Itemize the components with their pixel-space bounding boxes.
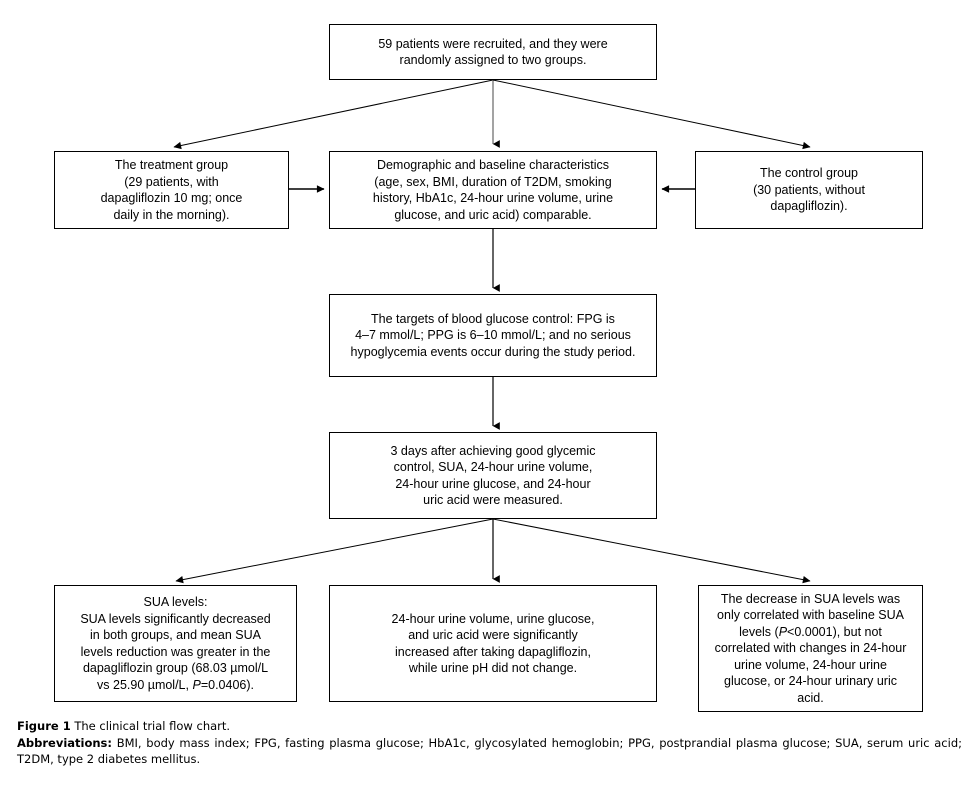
figure-caption: Figure 1 The clinical trial flow chart. …	[17, 718, 962, 768]
flowchart-connectors	[173, 79, 811, 584]
sua-line-2: SUA levels significantly decreased	[80, 611, 271, 626]
figure-title-text: The clinical trial flow chart.	[74, 719, 231, 733]
decrease-line-2: only correlated with baseline SUA	[717, 608, 904, 623]
flow-node-sua-results: SUA levels: SUA levels significantly decr…	[54, 585, 297, 702]
decrease-line-6: glucose, or 24-hour urinary uric	[724, 674, 897, 689]
abbreviations-text: BMI, body mass index; FPG, fasting plasm…	[17, 735, 962, 767]
flow-node-measurements-text: 3 days after achieving good glycemic con…	[390, 443, 596, 508]
decrease-line-5: urine volume, 24-hour urine	[734, 657, 887, 672]
flow-node-correlation-results-text: The decrease in SUA levels was only corre…	[709, 591, 913, 707]
flow-node-treatment-group: The treatment group (29 patients, with d…	[54, 151, 289, 229]
flow-node-recruited: 59 patients were recruited, and they wer…	[329, 24, 657, 80]
flow-node-demographic-baseline: Demographic and baseline characteristics…	[329, 151, 657, 229]
flow-node-glucose-targets-text: The targets of blood glucose control: FP…	[350, 311, 636, 359]
edge-measure-to-sua	[175, 518, 494, 584]
decrease-line-7: acid.	[797, 690, 824, 705]
figure-caption-title-line: Figure 1 The clinical trial flow chart.	[17, 718, 962, 735]
figure-abbreviations-line: Abbreviations: BMI, body mass index; FPG…	[17, 735, 962, 768]
edge-recruited-to-treatment	[173, 79, 494, 150]
flow-node-demographic-baseline-text: Demographic and baseline characteristics…	[372, 158, 614, 222]
decrease-line-3-pre: levels (	[739, 624, 779, 639]
flow-node-glucose-targets: The targets of blood glucose control: FP…	[329, 294, 657, 377]
abbreviations-label: Abbreviations:	[17, 735, 113, 750]
flow-node-treatment-group-text: The treatment group (29 patients, with d…	[100, 158, 243, 222]
decrease-p-value-symbol: P	[778, 624, 788, 639]
edge-recruited-to-control	[492, 79, 811, 150]
decrease-line-3-post: <0.0001), but not	[787, 624, 882, 639]
figure-number-label: Figure 1	[17, 719, 71, 733]
sua-line-6-pre: vs 25.90 µmol/L,	[97, 677, 193, 692]
flow-node-urine-results-text: 24-hour urine volume, urine glucose, and…	[391, 611, 595, 676]
sua-line-6-post: =0.0406).	[200, 677, 254, 692]
flow-node-recruited-text: 59 patients were recruited, and they wer…	[378, 36, 608, 68]
sua-line-3: in both groups, and mean SUA	[90, 628, 261, 642]
edge-measure-to-decrease	[492, 518, 811, 584]
flow-node-measurements: 3 days after achieving good glycemic con…	[329, 432, 657, 519]
flow-node-urine-results: 24-hour urine volume, urine glucose, and…	[329, 585, 657, 702]
flow-node-correlation-results: The decrease in SUA levels was only corre…	[698, 585, 923, 712]
flow-node-sua-results-text: SUA levels: SUA levels significantly decr…	[74, 594, 276, 693]
decrease-line-1: The decrease in SUA levels was	[720, 591, 901, 606]
decrease-line-4: correlated with changes in 24-hour	[714, 641, 907, 656]
sua-line-1: SUA levels:	[143, 595, 208, 609]
sua-p-value-symbol: P	[192, 677, 201, 692]
flow-node-control-group-text: The control group (30 patients, without …	[753, 166, 865, 214]
flow-node-control-group: The control group (30 patients, without …	[695, 151, 923, 229]
sua-line-4: levels reduction was greater in the	[80, 644, 271, 659]
sua-line-5: dapagliflozin group (68.03 µmol/L	[82, 661, 269, 675]
